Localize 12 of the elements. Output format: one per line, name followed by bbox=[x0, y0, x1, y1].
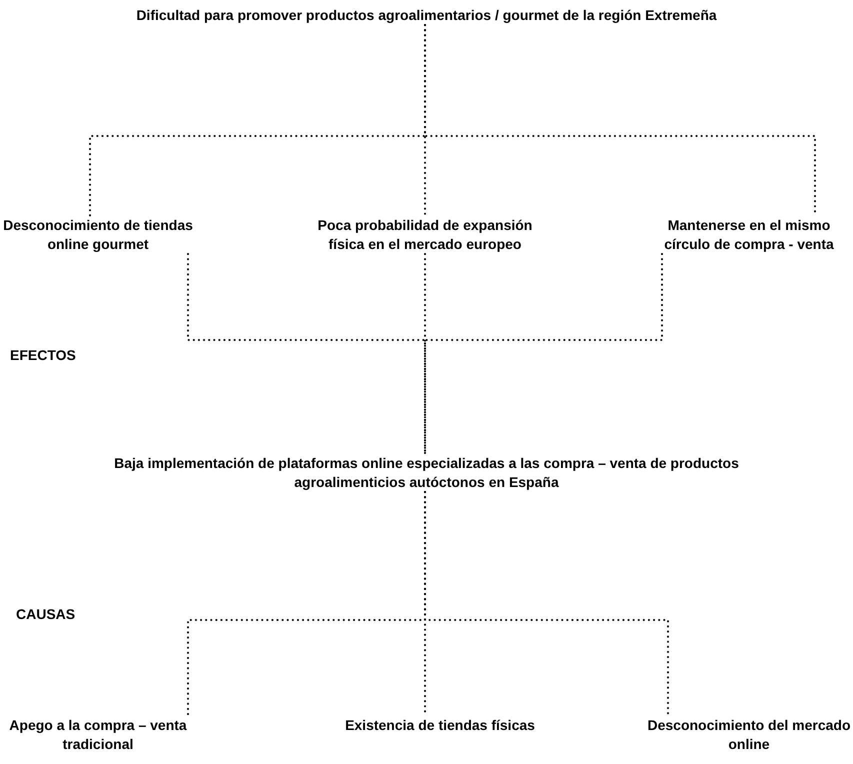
statement-text: Apego a la compra – venta tradicional bbox=[0, 716, 196, 754]
statement-text: Mantenerse en el mismo círculo de compra - venta bbox=[645, 216, 853, 254]
statement-text: Desconocimiento de tiendas online gourmet bbox=[0, 216, 196, 254]
section-label: EFECTOS bbox=[10, 346, 76, 365]
statement-text: Existencia de tiendas físicas bbox=[300, 716, 580, 735]
dotted-connector bbox=[424, 491, 669, 717]
statement-text: Poca probabilidad de expansión física en el mercado europeo bbox=[305, 216, 545, 254]
statement-text: Desconocimiento del mercado online bbox=[645, 716, 853, 754]
statement-text: Dificultad para promover productos agroalimentarios / gourmet de la región Extremeña bbox=[60, 6, 793, 25]
statement-text: Baja implementación de plataformas online especializadas a las compra – venta de productos agroalimenticios autóctonos en España bbox=[90, 454, 763, 492]
dotted-connector bbox=[424, 253, 426, 455]
section-label: CAUSAS bbox=[16, 605, 76, 624]
